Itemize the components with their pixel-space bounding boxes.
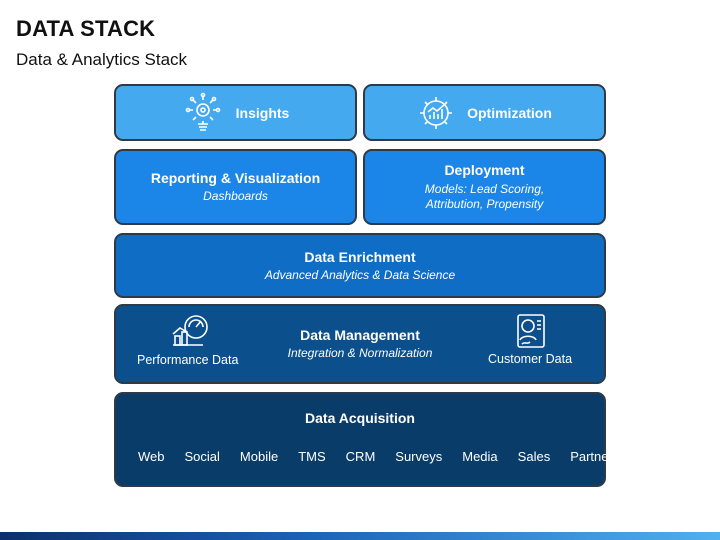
source-social: Social <box>184 449 220 464</box>
source-sales: Sales <box>517 449 551 464</box>
source-surveys: Surveys <box>395 449 443 464</box>
gauge-chart-icon <box>170 314 210 351</box>
source-list: Web Social Mobile TMS CRM Surveys Media … <box>128 442 613 472</box>
optimization-box: Optimization <box>363 84 606 141</box>
gear-chart-icon <box>417 94 455 132</box>
footer-bar <box>0 532 720 540</box>
source-web: Web <box>138 449 165 464</box>
reporting-title: Reporting & Visualization <box>150 170 321 187</box>
source-crm: CRM <box>345 449 376 464</box>
enrichment-title: Data Enrichment <box>304 248 416 265</box>
deployment-detail-line2: Attribution, Propensity <box>425 197 544 212</box>
source-mobile: Mobile <box>239 449 279 464</box>
acquisition-box: Data Acquisition Web Social Mobile TMS C… <box>114 392 613 487</box>
reporting-detail: Dashboards <box>203 189 268 204</box>
page-subtitle: Data & Analytics Stack <box>16 50 188 69</box>
enrichment-detail: Advanced Analytics & Data Science <box>264 267 456 282</box>
source-media: Media <box>462 449 498 464</box>
acquisition-title: Data Acquisition <box>305 410 415 426</box>
insights-box: Insights <box>114 84 357 141</box>
performance-data-label: Performance Data <box>137 353 239 367</box>
deployment-box: Deployment Models: Lead Scoring, Attribu… <box>363 149 606 225</box>
customer-profile-icon <box>512 313 550 354</box>
source-partner: Partner <box>570 449 613 464</box>
management-title: Data Management <box>300 327 420 344</box>
optimization-title: Optimization <box>467 104 552 121</box>
deployment-detail-line1: Models: Lead Scoring, <box>424 181 545 196</box>
source-tms: TMS <box>298 449 326 464</box>
deployment-title: Deployment <box>444 162 525 179</box>
enrichment-box: Data Enrichment Advanced Analytics & Dat… <box>114 233 606 298</box>
management-box: Data Management Integration & Normalizat… <box>114 304 606 384</box>
management-detail: Integration & Normalization <box>287 346 433 361</box>
reporting-box: Reporting & Visualization Dashboards <box>114 149 357 225</box>
lightbulb-gear-icon <box>182 92 224 134</box>
page-title: DATA STACK <box>16 16 156 41</box>
customer-data-label: Customer Data <box>488 352 573 366</box>
insights-title: Insights <box>235 104 290 121</box>
